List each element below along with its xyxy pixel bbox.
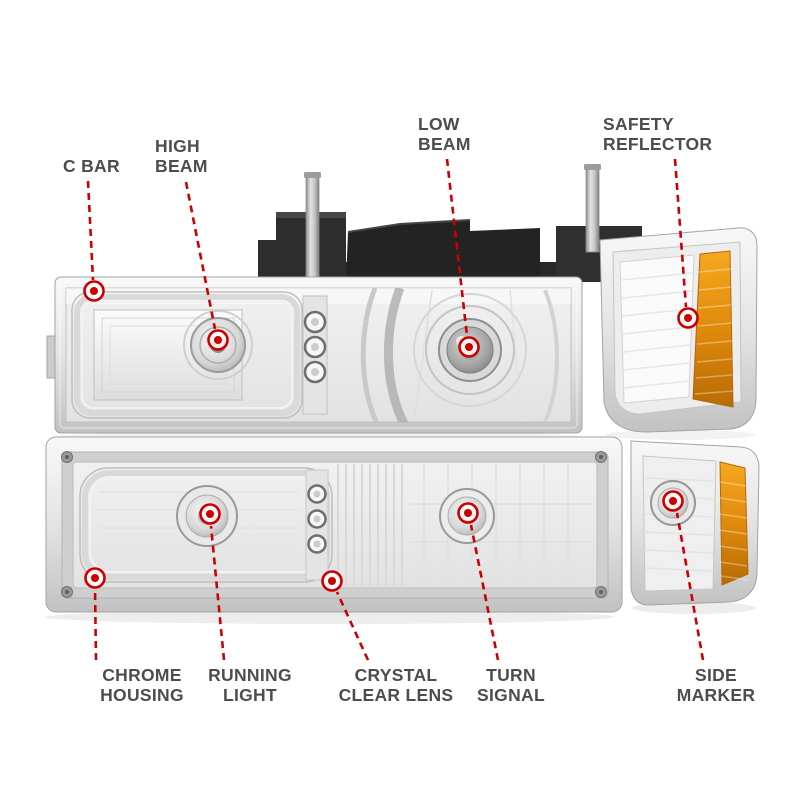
callout-marker-running-light: [199, 503, 221, 525]
side-marker-lamp: [630, 440, 760, 606]
callout-marker-c-bar: [83, 280, 105, 302]
callout-line-c-bar: [86, 180, 95, 281]
callout-label-c-bar: C BAR: [63, 156, 120, 176]
adjuster-post-left: [305, 175, 320, 289]
callout-line-side-marker: [675, 512, 705, 661]
corner-amber-reflector: [692, 250, 734, 408]
safety-reflector-panel: [619, 254, 695, 404]
side-marker-amber: [718, 461, 749, 586]
parking-light-bar: [45, 436, 623, 613]
callout-line-chrome-housing: [93, 588, 98, 661]
callout-markers: [83, 280, 699, 592]
callout-marker-crystal-clear-lens: [321, 570, 343, 592]
callout-marker-high-beam: [207, 329, 229, 351]
callout-line-high-beam: [184, 181, 217, 330]
callout-marker-turn-signal: [457, 502, 479, 524]
callout-line-running-light: [209, 525, 226, 661]
callout-line-safety-reflector: [673, 158, 688, 308]
callout-line-crystal-clear-lens: [335, 591, 370, 661]
mounting-screws: [61, 451, 607, 598]
callout-marker-low-beam: [458, 336, 480, 358]
adjuster-post-right: [585, 167, 600, 253]
callout-marker-side-marker: [662, 490, 684, 512]
ribbed-lens: [337, 464, 403, 586]
halo-c-bar: [71, 291, 303, 419]
callout-line-low-beam: [445, 158, 469, 337]
led-strip-lower: [305, 469, 329, 581]
callout-line-turn-signal: [469, 524, 500, 661]
mounting-hardware: [258, 164, 642, 289]
high-beam-reflector: [93, 309, 253, 401]
callout-marker-chrome-housing: [84, 567, 106, 589]
callout-marker-safety-reflector: [677, 307, 699, 329]
corner-lamp: [599, 227, 758, 433]
led-strip: [302, 295, 328, 415]
callout-lines: [86, 158, 705, 661]
